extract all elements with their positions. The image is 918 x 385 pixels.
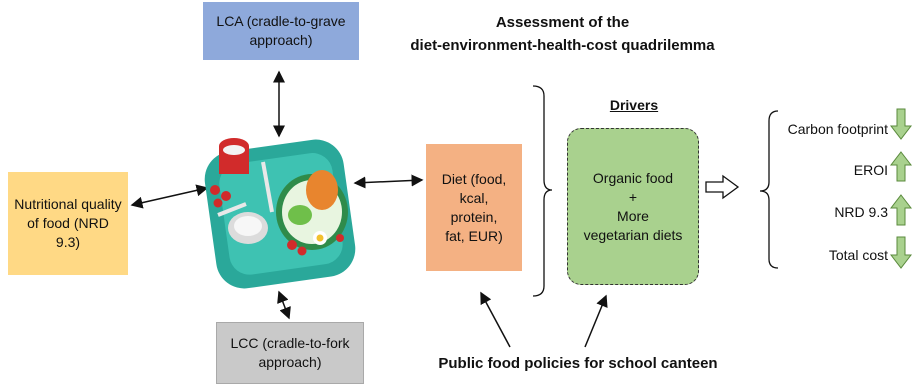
arrow-up-icon xyxy=(889,151,913,182)
title-line-2: diet-environment-health-cost quadrilemma xyxy=(410,37,715,54)
diet-box: Diet (food, kcal, protein, fat, EUR) xyxy=(426,144,522,271)
arrow-nutrition-tray xyxy=(130,184,209,209)
arrow-down-icon xyxy=(889,108,913,140)
indicator-carbon-footprint: Carbon footprint xyxy=(787,121,888,137)
indicator-nrd: NRD 9.3 xyxy=(834,204,888,220)
arrow-down-icon xyxy=(889,236,913,269)
diagram-title: Assessment of the diet-environment-healt… xyxy=(395,11,730,57)
bracket-indicators xyxy=(759,110,779,269)
indicator-total-cost: Total cost xyxy=(828,247,888,263)
arrow-policy-diet xyxy=(480,291,511,348)
arrow-policy-drivers xyxy=(584,294,608,348)
drivers-title: Drivers xyxy=(609,97,659,113)
title-line-1: Assessment of the xyxy=(495,14,630,31)
food-tray-illustration xyxy=(204,138,356,289)
policy-label: Public food policies for school canteen xyxy=(438,355,718,372)
arrow-up-icon xyxy=(889,194,913,226)
drivers-box: Organic food + More vegetarian diets xyxy=(567,128,699,285)
lcc-box: LCC (cradle-to-fork approach) xyxy=(216,322,364,384)
indicator-eroi: EROI xyxy=(853,162,888,178)
bracket-drivers xyxy=(532,85,553,297)
arrow-tray-diet xyxy=(353,174,424,189)
lca-box: LCA (cradle-to-grave approach) xyxy=(203,2,359,60)
block-arrow xyxy=(705,174,740,200)
arrow-tray-lcc xyxy=(277,290,291,320)
nutrition-box: Nutritional quality of food (NRD 9.3) xyxy=(8,172,128,275)
